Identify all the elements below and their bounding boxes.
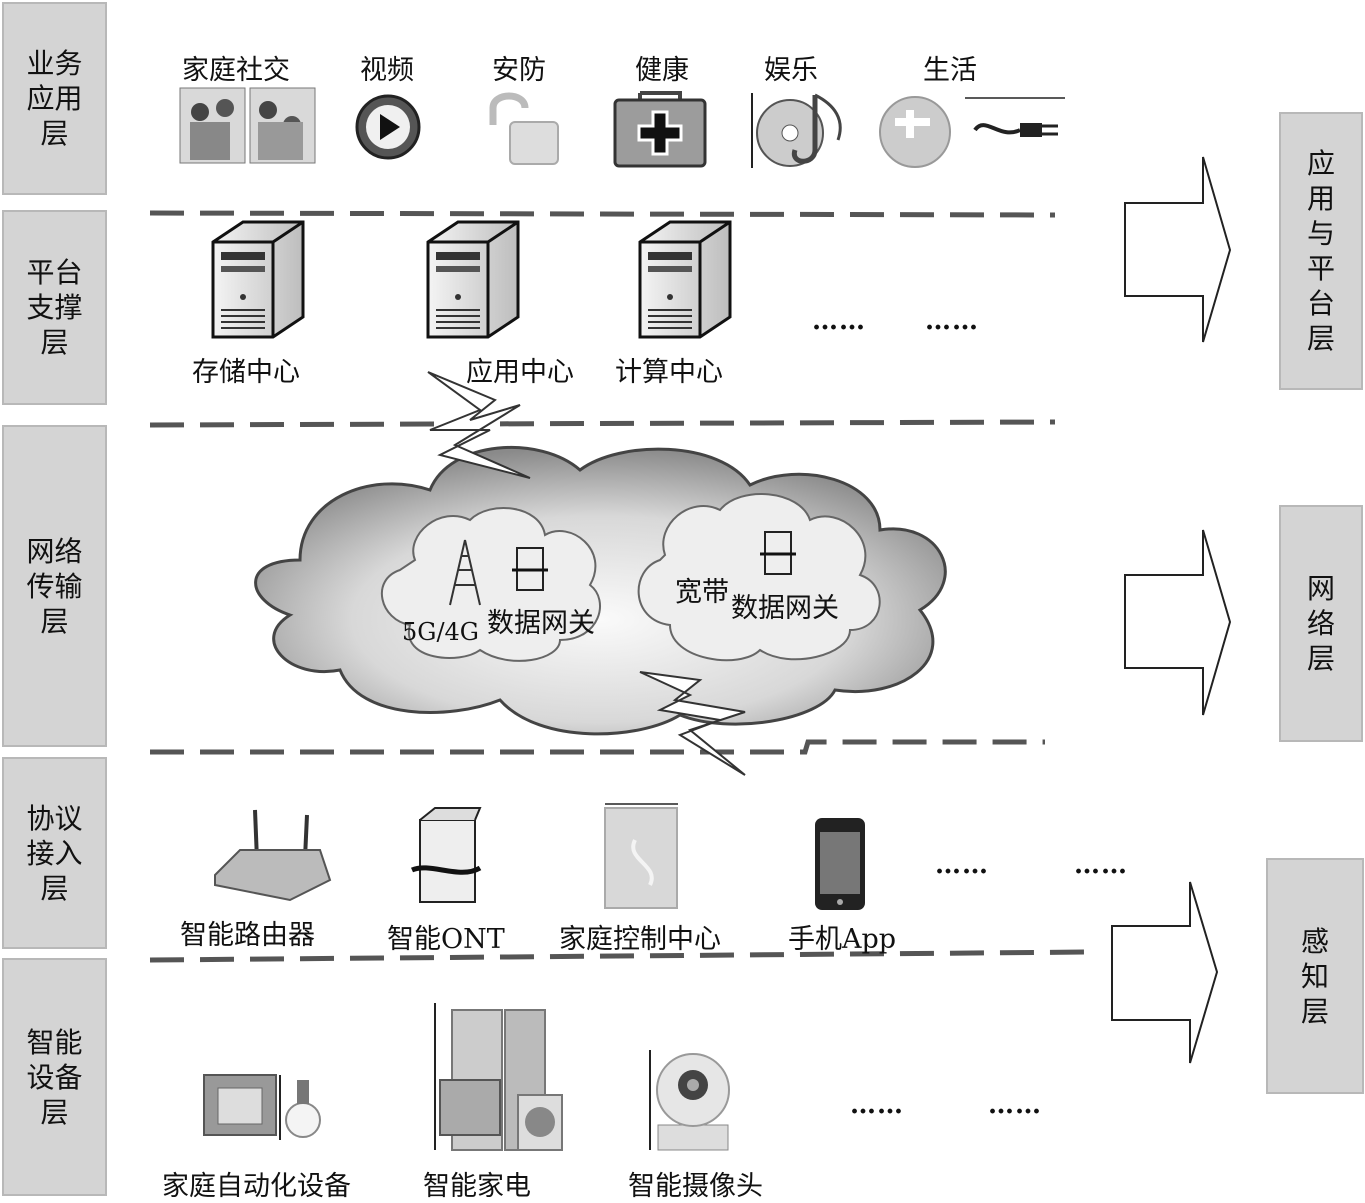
separator-line xyxy=(149,419,1056,428)
device-item-label: 智能家电 xyxy=(423,1171,531,1202)
first-aid-kit-icon xyxy=(613,91,707,168)
lightning-icon xyxy=(639,671,746,776)
separator-line xyxy=(149,949,1091,963)
cloud-tech-label: 5G/4G xyxy=(402,618,479,646)
appliances-icon xyxy=(434,1003,563,1151)
layer-label-text: 平台支撑层 xyxy=(26,256,83,359)
ellipsis: …… xyxy=(812,306,866,336)
arrow-icon xyxy=(1124,529,1232,716)
cloud-gateway-label: 数据网关 xyxy=(731,593,839,624)
protocol-item-label: 智能路由器 xyxy=(180,920,315,951)
switch-bulb-icon xyxy=(203,1074,321,1140)
lightning-bolts xyxy=(427,371,746,776)
group-label-app-platform: 应用与平台层 xyxy=(1279,112,1363,390)
layer-label-platform: 平台支撑层 xyxy=(2,210,107,405)
layer-separators xyxy=(149,210,1091,963)
padlock-icon xyxy=(489,92,559,165)
ellipsis: …… xyxy=(988,1090,1042,1120)
layer-label-device: 智能设备层 xyxy=(2,958,107,1196)
music-disc-icon xyxy=(751,93,842,168)
platform-item-label: 存储中心 xyxy=(192,357,300,388)
ellipsis: …… xyxy=(850,1090,904,1120)
cloud-gateway-label: 数据网关 xyxy=(487,608,595,639)
wifi-router-icon xyxy=(214,809,332,902)
business-item-label: 娱乐 xyxy=(764,55,818,86)
group-label-text: 感知层 xyxy=(1300,924,1329,1028)
layer-label-text: 智能设备层 xyxy=(26,1025,83,1129)
inner-cloud-right xyxy=(637,493,881,662)
layer-label-text: 业务应用层 xyxy=(26,47,83,150)
server-icon xyxy=(426,220,520,339)
separator-line xyxy=(149,210,1056,218)
protocol-item-label: 家庭控制中心 xyxy=(559,924,721,955)
layer-label-network: 网络传输层 xyxy=(2,425,107,747)
business-item-label: 安防 xyxy=(492,55,546,86)
cell-tower-icon xyxy=(449,539,481,606)
layer-label-text: 协议接入层 xyxy=(26,801,83,905)
device-item-label: 家庭自动化设备 xyxy=(162,1171,351,1202)
inner-cloud-left xyxy=(381,507,601,662)
business-item-label: 视频 xyxy=(360,55,414,86)
camera-icon xyxy=(649,1050,730,1151)
protocol-item-label: 智能ONT xyxy=(387,924,505,955)
power-plug-icon xyxy=(965,97,1065,137)
ellipsis: …… xyxy=(935,850,989,880)
control-panel-icon xyxy=(604,803,678,909)
layer-label-business: 业务应用层 xyxy=(2,2,107,195)
gateway-icon xyxy=(512,547,548,591)
protocol-item-label: 手机App xyxy=(788,924,897,955)
ellipsis: …… xyxy=(925,306,979,336)
separator-line xyxy=(150,739,1045,755)
arrows xyxy=(1111,156,1232,1064)
group-label-text: 应用与平台层 xyxy=(1306,147,1335,355)
business-item-label: 家庭社交 xyxy=(182,55,290,86)
server-icon xyxy=(638,220,732,339)
smartphone-icon xyxy=(815,818,865,910)
device-item-label: 智能摄像头 xyxy=(628,1171,763,1202)
cloud-tech-label: 宽带 xyxy=(675,577,729,608)
group-label-perception: 感知层 xyxy=(1266,858,1364,1094)
gateway-icon xyxy=(760,531,796,575)
layer-label-text: 网络传输层 xyxy=(26,534,83,638)
cloud-network xyxy=(254,446,947,736)
faucet-icon xyxy=(879,96,951,168)
server-icon xyxy=(211,220,305,339)
ont-icon xyxy=(410,807,482,903)
lightning-icon xyxy=(427,371,531,479)
group-label-text: 网络层 xyxy=(1306,572,1335,675)
platform-item-label: 应用中心 xyxy=(466,357,574,388)
ellipsis: …… xyxy=(1074,850,1128,880)
business-item-label: 生活 xyxy=(923,55,977,86)
family-photo-icon xyxy=(179,87,316,164)
business-item-label: 健康 xyxy=(635,55,689,86)
platform-item-label: 计算中心 xyxy=(615,357,723,388)
layer-label-protocol: 协议接入层 xyxy=(2,757,107,949)
group-label-network: 网络层 xyxy=(1279,505,1363,742)
play-icon xyxy=(355,94,421,160)
arrow-icon xyxy=(1124,156,1232,343)
arrow-icon xyxy=(1111,881,1219,1064)
